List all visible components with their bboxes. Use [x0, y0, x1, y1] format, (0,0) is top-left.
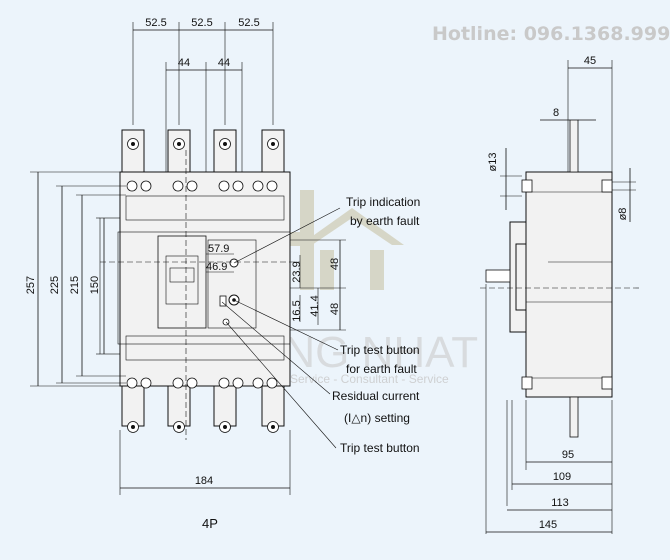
- dim-height-225: 225: [49, 276, 61, 294]
- callout-for-earth-fault: for earth fault: [346, 362, 417, 376]
- dim-41-4: 41.4: [309, 295, 321, 316]
- hotline-text: Hotline: 096.1368.999: [432, 23, 670, 45]
- callout-trip-indication: Trip indication: [346, 195, 420, 209]
- watermark-tagline: Service - Consultant - Service: [290, 372, 449, 386]
- dim-height-257: 257: [25, 276, 37, 294]
- dim-pitch-3: 52.5: [238, 17, 259, 29]
- residual-current-dial[interactable]: [219, 295, 227, 307]
- side-dimensions: 45 8 ø13 ø8 95 109 113 145: [485, 55, 636, 534]
- dim-width-184: 184: [195, 475, 213, 487]
- front-dimensions: 52.5 52.5 52.5 44 44 257 225 215 150 184…: [25, 17, 346, 531]
- dim-depth-95: 95: [562, 449, 574, 461]
- side-view: [480, 119, 640, 438]
- dim-depth-145: 145: [539, 519, 557, 531]
- dim-hole-13: ø13: [487, 153, 499, 172]
- dim-pitch-2: 52.5: [191, 17, 212, 29]
- callout-residual-setting: (I△n) setting: [344, 411, 410, 425]
- dim-terminal-2: 44: [218, 57, 230, 69]
- dim-height-150: 150: [89, 276, 101, 294]
- dim-46-9: 46.9: [206, 261, 227, 273]
- dim-48-top: 48: [329, 258, 341, 270]
- callout-earth-fault: by earth fault: [350, 214, 420, 228]
- callout-residual-current: Residual current: [332, 389, 420, 403]
- model-label: 4P: [202, 516, 218, 531]
- callout-trip-test: Trip test button: [340, 441, 420, 455]
- dim-23-9: 23.9: [291, 261, 303, 282]
- dim-57-9: 57.9: [208, 243, 229, 255]
- dim-terminal-1: 44: [178, 57, 190, 69]
- dim-pitch-1: 52.5: [145, 17, 166, 29]
- dim-side-45: 45: [584, 55, 596, 67]
- callouts: Trip indication by earth fault Trip test…: [221, 195, 420, 455]
- dim-16-5: 16.5: [291, 300, 303, 321]
- dim-depth-109: 109: [553, 471, 571, 483]
- front-view: [99, 129, 300, 440]
- dim-hole-8: ø8: [617, 208, 629, 221]
- callout-trip-test-earth: Trip test button: [340, 343, 420, 357]
- dim-shaft-8: 8: [553, 107, 559, 119]
- dim-48-bottom: 48: [329, 303, 341, 315]
- dim-depth-113: 113: [551, 497, 569, 509]
- dim-height-215: 215: [69, 276, 81, 294]
